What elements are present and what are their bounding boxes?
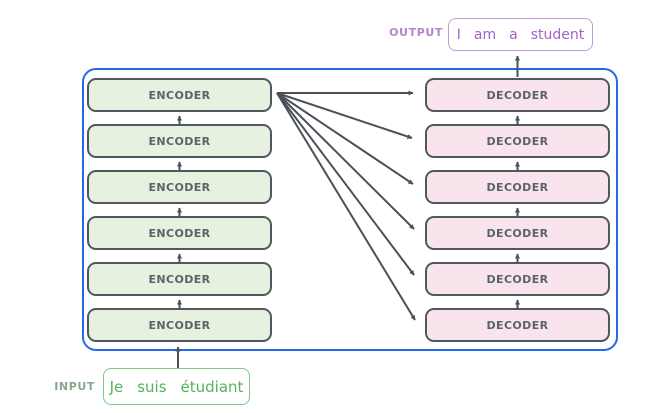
decoder-block-3: DECODER <box>425 170 610 204</box>
encoder-block-4: ENCODER <box>87 216 272 250</box>
decoder-label: DECODER <box>486 318 549 332</box>
output-word: I <box>456 26 461 43</box>
decoder-block-6: DECODER <box>425 308 610 342</box>
encoder-label: ENCODER <box>148 272 211 286</box>
input-word: étudiant <box>180 377 244 396</box>
decoder-label: DECODER <box>486 88 549 102</box>
encoder-block-1: ENCODER <box>87 78 272 112</box>
decoder-label: DECODER <box>486 180 549 194</box>
input-label: INPUT <box>54 380 95 393</box>
input-word: suis <box>137 377 167 396</box>
encoder-block-6: ENCODER <box>87 308 272 342</box>
output-sentence-box: I am a student <box>448 18 593 51</box>
encoder-block-2: ENCODER <box>87 124 272 158</box>
decoder-block-4: DECODER <box>425 216 610 250</box>
decoder-label: DECODER <box>486 272 549 286</box>
output-word: a <box>509 26 518 43</box>
encoder-block-3: ENCODER <box>87 170 272 204</box>
encoder-label: ENCODER <box>148 318 211 332</box>
encoder-label: ENCODER <box>148 134 211 148</box>
output-word: am <box>473 26 497 43</box>
encoder-label: ENCODER <box>148 226 211 240</box>
encoder-block-5: ENCODER <box>87 262 272 296</box>
decoder-label: DECODER <box>486 134 549 148</box>
decoder-block-5: DECODER <box>425 262 610 296</box>
input-word: Je <box>109 377 124 396</box>
output-label: OUTPUT <box>389 26 443 39</box>
output-word: student <box>530 26 585 43</box>
input-sentence-box: Je suis étudiant <box>103 368 250 405</box>
encoder-label: ENCODER <box>148 88 211 102</box>
decoder-label: DECODER <box>486 226 549 240</box>
decoder-block-1: DECODER <box>425 78 610 112</box>
encoder-label: ENCODER <box>148 180 211 194</box>
decoder-block-2: DECODER <box>425 124 610 158</box>
